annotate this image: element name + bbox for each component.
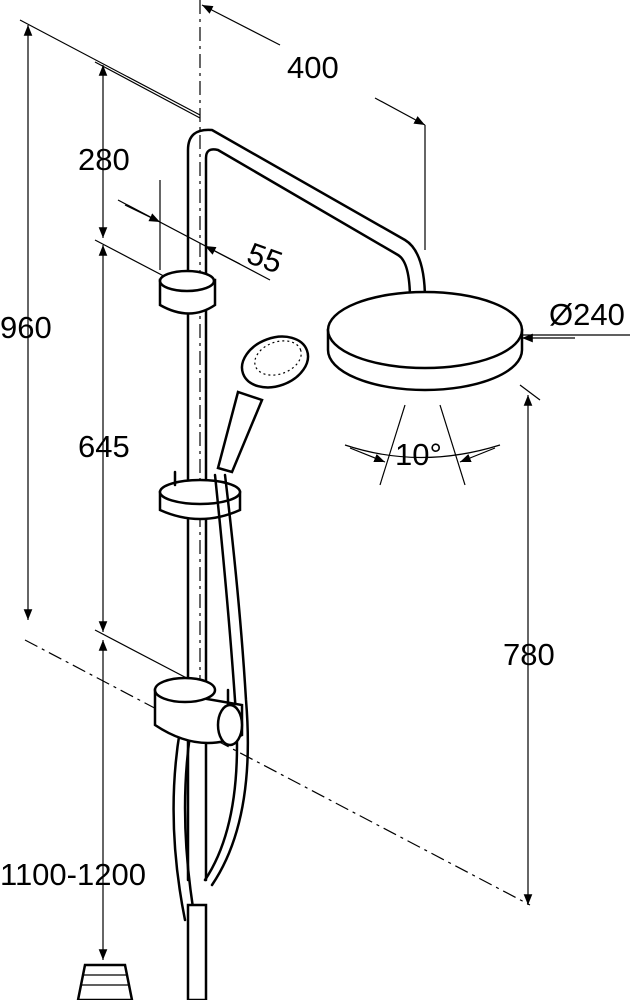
label-top-section: 280 — [78, 142, 130, 177]
extension-lines — [19, 19, 630, 686]
label-arm-length: 400 — [287, 50, 339, 85]
mixer-valve — [153, 676, 244, 747]
slider-top — [158, 269, 217, 315]
hose — [172, 473, 250, 1000]
floor-block — [76, 963, 134, 1000]
label-mount-height: 1100-1200 — [0, 857, 146, 892]
label-rail-length: 645 — [78, 429, 130, 464]
label-total-height: 960 — [0, 310, 52, 345]
dimension-lines — [23, 4, 575, 960]
hand-shower — [216, 335, 310, 474]
label-head-diameter: Ø240 — [549, 297, 625, 332]
centerlines — [24, 0, 531, 906]
label-head-height: 780 — [503, 637, 555, 672]
label-offset: 55 — [243, 236, 287, 281]
overhead-shower-head — [326, 290, 524, 392]
label-tilt-angle: 10° — [395, 437, 442, 472]
